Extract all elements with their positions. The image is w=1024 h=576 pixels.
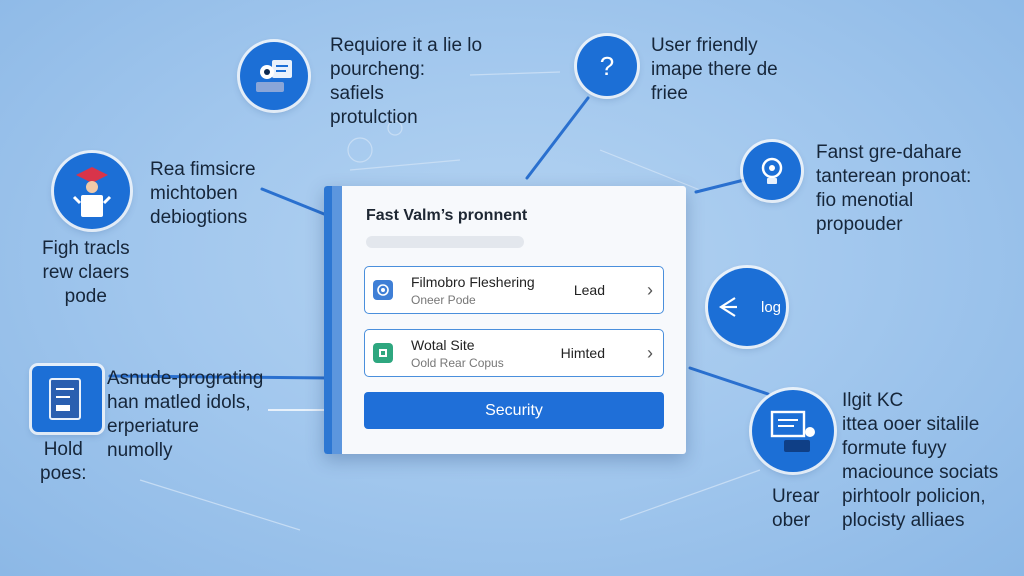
callout-bottom-left-below: Hold poes: — [40, 439, 87, 484]
callout-bottom-right-below: Urear ober — [772, 486, 820, 531]
security-card: Fast Valm’s pronnent Filmobro Fleshering… — [324, 186, 686, 454]
log-label: log — [760, 298, 782, 316]
security-button[interactable]: Security — [364, 392, 664, 429]
callout-bottom-right: Ilgit KC ittea ooer sitalile formute fuy… — [842, 390, 999, 531]
monitor-icon — [770, 410, 815, 452]
monitor-badge — [752, 390, 834, 472]
callout-mid-left: Rea fimsicre michtoben debiogtions — [150, 159, 256, 228]
list-item-wotal-site[interactable]: Wotal Site Oold Rear Copus Himted › — [364, 329, 664, 377]
list-item-value: Himted — [560, 345, 605, 361]
list-item-title: Filmobro Fleshering — [411, 274, 535, 290]
site-icon — [373, 343, 393, 363]
question-badge: ? — [577, 36, 637, 96]
lightbulb-icon — [761, 157, 783, 184]
graduation-user-icon — [72, 167, 112, 217]
skeleton-placeholder — [366, 236, 524, 248]
chevron-right-icon: › — [647, 343, 653, 363]
document-badge — [32, 366, 102, 432]
list-item-title: Wotal Site — [411, 337, 475, 353]
callout-right-upper: Fanst gre-dahare tanterean pronoat: fio … — [816, 142, 972, 235]
graduation-user-badge — [54, 153, 130, 229]
callout-top-right: User friendly imape there de friee — [651, 35, 778, 104]
user-presentation-badge — [240, 42, 308, 110]
user-presentation-icon — [256, 60, 292, 92]
question-icon: ? — [599, 50, 615, 81]
callout-mid-left-below: Figh tracls rew claers pode — [42, 238, 130, 307]
card-title: Fast Valm’s pronnent — [366, 207, 528, 224]
document-icon — [49, 378, 81, 420]
chevron-right-icon: › — [647, 280, 653, 300]
list-item-subtitle: Oold Rear Copus — [411, 356, 504, 370]
list-item-value: Lead — [573, 282, 605, 298]
log-arrow-icon — [718, 297, 737, 317]
lightbulb-badge — [743, 142, 801, 200]
list-item-subtitle: Oneer Pode — [411, 293, 476, 307]
card-accent-stripe — [324, 186, 342, 454]
callout-bottom-left: Asnude-prograting han matled idols, erpe… — [107, 368, 264, 461]
log-badge: log — [708, 268, 786, 346]
shield-icon — [373, 280, 393, 300]
list-item-filmobro[interactable]: Filmobro Fleshering Oneer Pode Lead › — [364, 266, 664, 314]
callout-top-left: Requiore it a lie lo pourcheng: safiels … — [330, 35, 483, 128]
